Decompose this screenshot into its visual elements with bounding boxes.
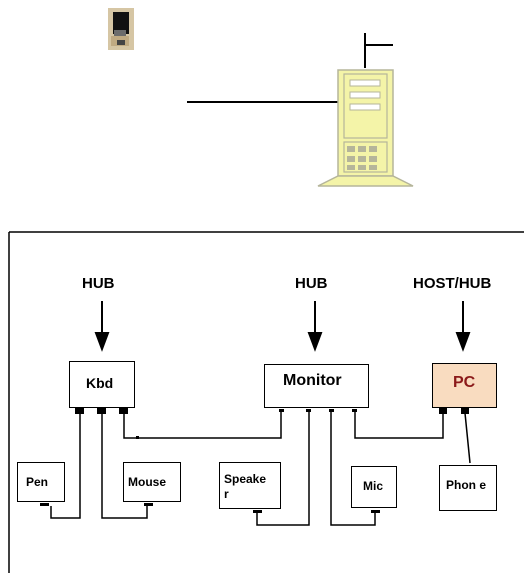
mic-label: Mic bbox=[363, 479, 383, 493]
pen-label: Pen bbox=[26, 475, 48, 489]
pc-box: PC bbox=[432, 363, 497, 408]
server-tower-icon bbox=[318, 70, 413, 186]
mouse-box: Mouse bbox=[123, 462, 181, 502]
pc-label: PC bbox=[453, 374, 475, 392]
hub-label-left: HUB bbox=[82, 275, 115, 292]
pen-box: Pen bbox=[17, 462, 65, 502]
speaker-label: Speake r bbox=[224, 472, 274, 502]
hub-label-right: HOST/HUB bbox=[413, 275, 491, 292]
keyboard-box: Kbd bbox=[69, 361, 135, 408]
mouse-label: Mouse bbox=[128, 475, 166, 489]
mic-box: Mic bbox=[351, 466, 397, 508]
phone-box: Phon e bbox=[439, 465, 497, 511]
thumbnail-icon bbox=[108, 8, 134, 50]
arrow-down-icon bbox=[96, 301, 469, 349]
phone-label: Phon e bbox=[446, 478, 490, 492]
keyboard-label: Kbd bbox=[86, 375, 113, 391]
hub-label-middle: HUB bbox=[295, 275, 328, 292]
monitor-box: Monitor bbox=[264, 364, 369, 408]
speaker-box: Speake r bbox=[219, 462, 281, 509]
monitor-label: Monitor bbox=[283, 372, 342, 390]
